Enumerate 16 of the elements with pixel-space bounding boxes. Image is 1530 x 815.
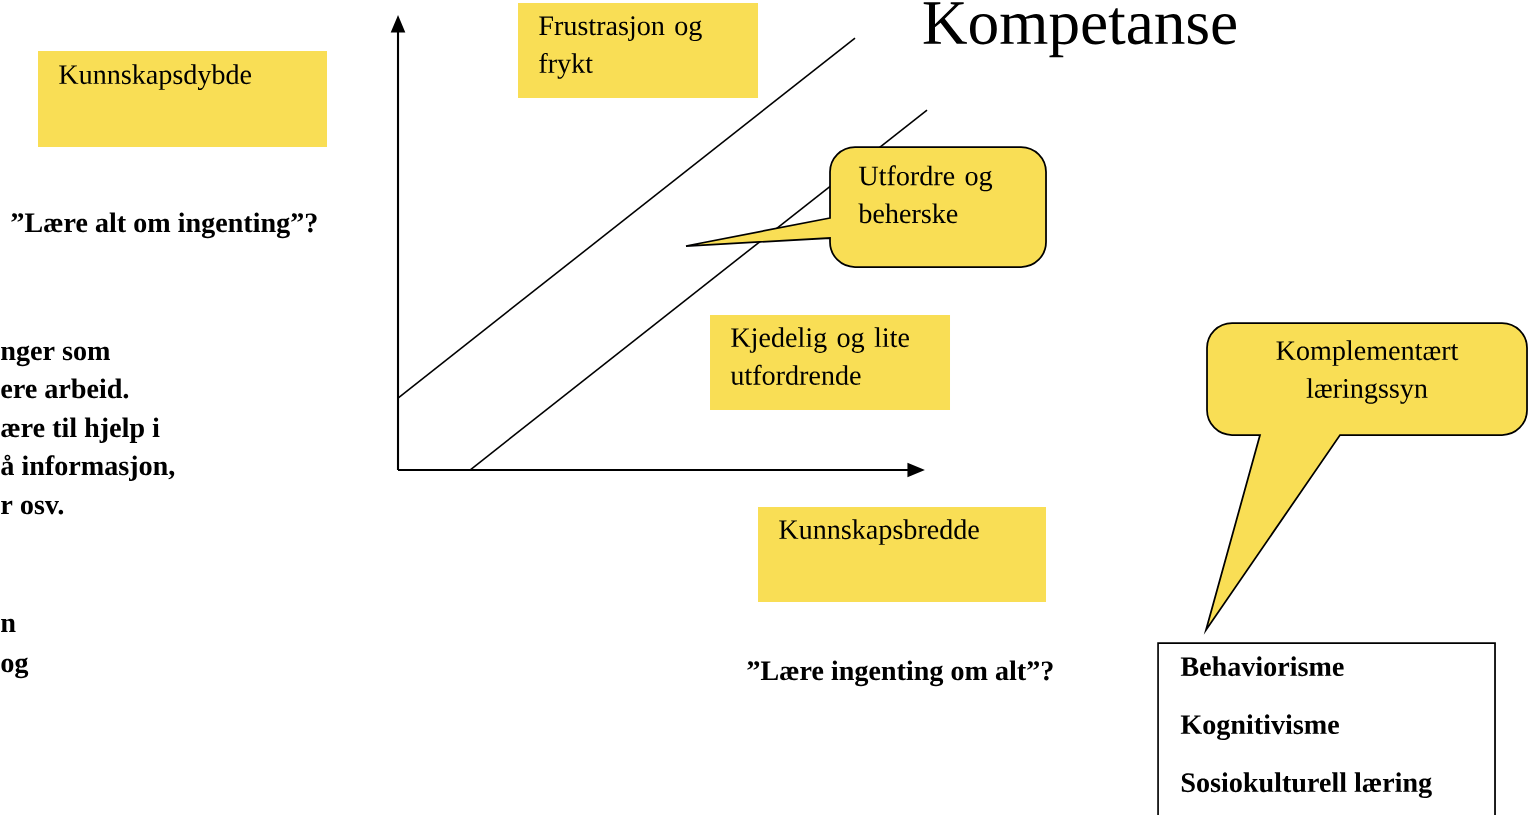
list-box: Behaviorisme Kognitivisme Sosiokulturell læring xyxy=(1157,642,1496,815)
label-box: Kjedelig og lite utfordrende xyxy=(710,315,950,410)
label-box: Frustrasjon og frykt xyxy=(518,3,758,98)
title: Kompetanse xyxy=(923,2,1236,58)
text-label: ære til hjelp i xyxy=(1,417,160,443)
text-label: r osv. xyxy=(1,500,64,515)
text-label: ere arbeid. xyxy=(1,378,129,399)
text-label: n xyxy=(1,618,16,632)
label-box: Kunnskapsbredde xyxy=(758,507,1046,602)
text-label: nger som xyxy=(1,345,110,367)
speech-bubble: Utfordre og beherske xyxy=(685,146,1047,268)
text-label: og xyxy=(1,657,29,679)
text-label: å informasjon, xyxy=(1,454,175,481)
label-box: Kunnskapsdybde xyxy=(38,51,327,147)
text-label: ”Lære ingenting om alt”? xyxy=(747,660,1053,687)
text-label: ”Lære alt om ingenting”? xyxy=(11,212,317,239)
